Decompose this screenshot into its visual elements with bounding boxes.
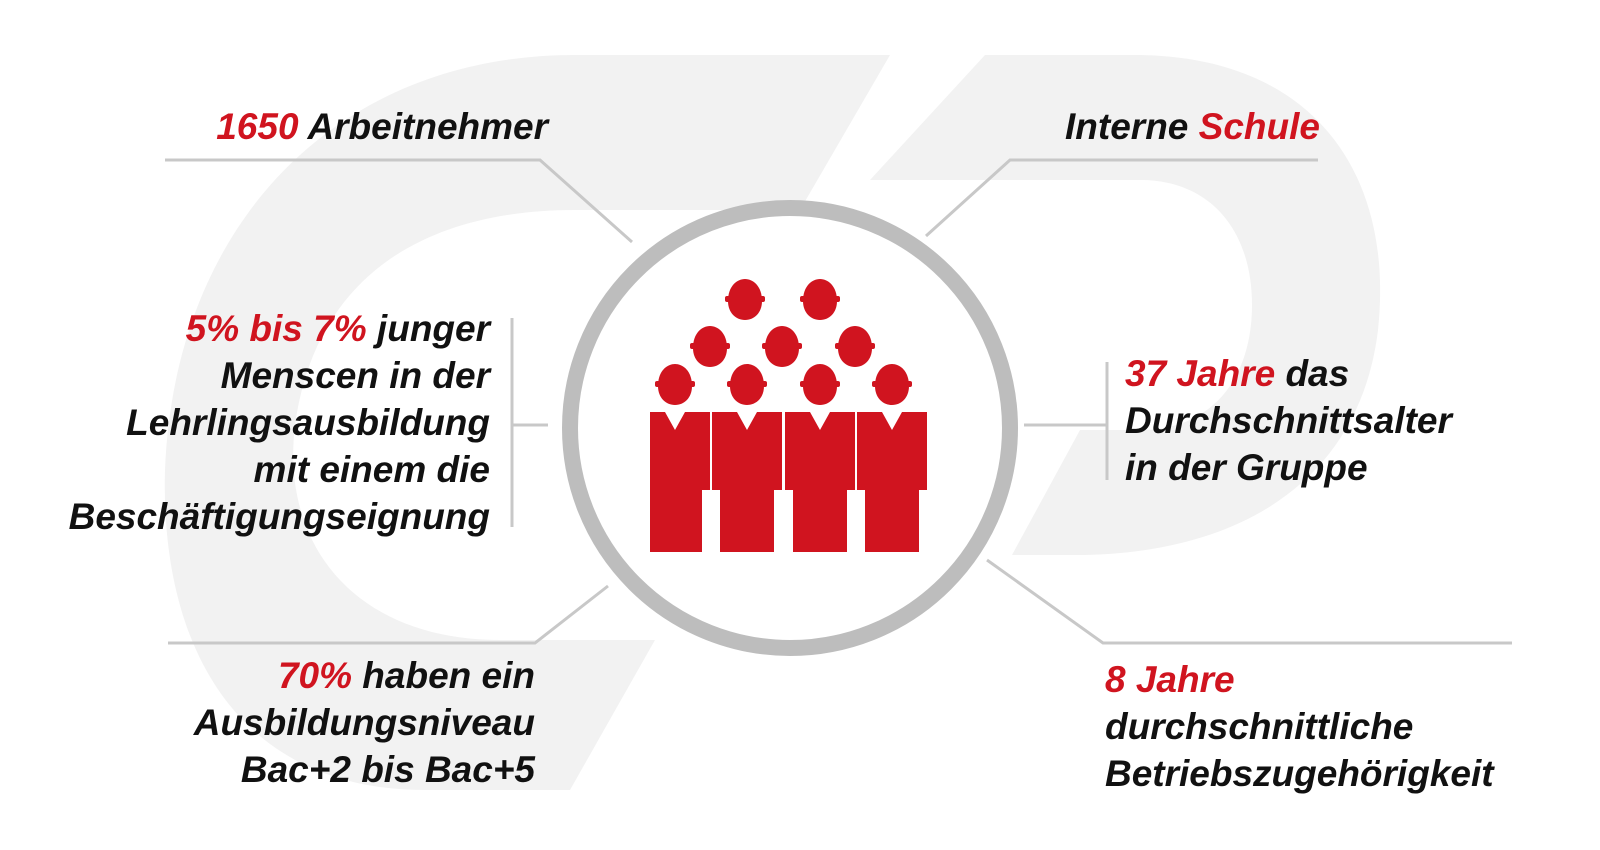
stat-tenure-line3: Betriebszugehörigkeit <box>1105 753 1494 794</box>
stat-apprentices-line5: Beschäftigungseignung <box>68 496 490 537</box>
connector-education <box>168 584 609 645</box>
stat-apprentices-line1: junger <box>366 308 490 349</box>
watermark-left-shape <box>164 55 890 790</box>
stat-education: 70% haben ein Ausbildungsniveau Bac+2 bi… <box>120 652 535 793</box>
stat-employees-highlight: 1650 <box>216 106 299 147</box>
stat-education-line2: Ausbildungsniveau <box>193 702 535 743</box>
stat-tenure-highlight: 8 Jahre <box>1105 659 1235 700</box>
stat-education-highlight: 70% <box>277 655 353 696</box>
group-of-workers-icon <box>650 279 927 552</box>
stat-age-highlight: 37 Jahre <box>1125 353 1276 394</box>
stat-apprentices-highlight: 5% bis 7% <box>185 308 367 349</box>
stat-age-line3: in der Gruppe <box>1125 447 1368 488</box>
connector-tenure <box>986 558 1512 645</box>
stat-apprentices-line4: mit einem die <box>253 449 490 490</box>
connector-school <box>924 158 1318 238</box>
stat-tenure: 8 Jahre durchschnittliche Betriebszugehö… <box>1105 656 1585 797</box>
stat-education-line1: haben ein <box>352 655 535 696</box>
stat-education-line3: Bac+2 bis Bac+5 <box>240 749 535 790</box>
stat-age-line2: Durchschnittsalter <box>1125 400 1452 441</box>
stat-tenure-line2: durchschnittliche <box>1105 706 1414 747</box>
stat-school: Interne Schule <box>1000 103 1320 150</box>
stat-age: 37 Jahre das Durchschnittsalter in der G… <box>1125 350 1565 491</box>
connector-employees <box>165 158 633 244</box>
stat-apprentices-line2: Menscen in der <box>220 355 490 396</box>
stat-employees: 1650 Arbeitnehmer <box>130 103 548 150</box>
stat-school-text: Interne <box>1065 106 1199 147</box>
stat-age-line1: das <box>1275 353 1350 394</box>
stat-employees-text: Arbeitnehmer <box>298 106 548 147</box>
stat-apprentices-line3: Lehrlingsausbildung <box>126 402 490 443</box>
stat-school-highlight: Schule <box>1198 106 1320 147</box>
watermark-right-shape <box>870 55 1381 555</box>
stat-apprentices: 5% bis 7% junger Menscen in der Lehrling… <box>10 305 490 540</box>
